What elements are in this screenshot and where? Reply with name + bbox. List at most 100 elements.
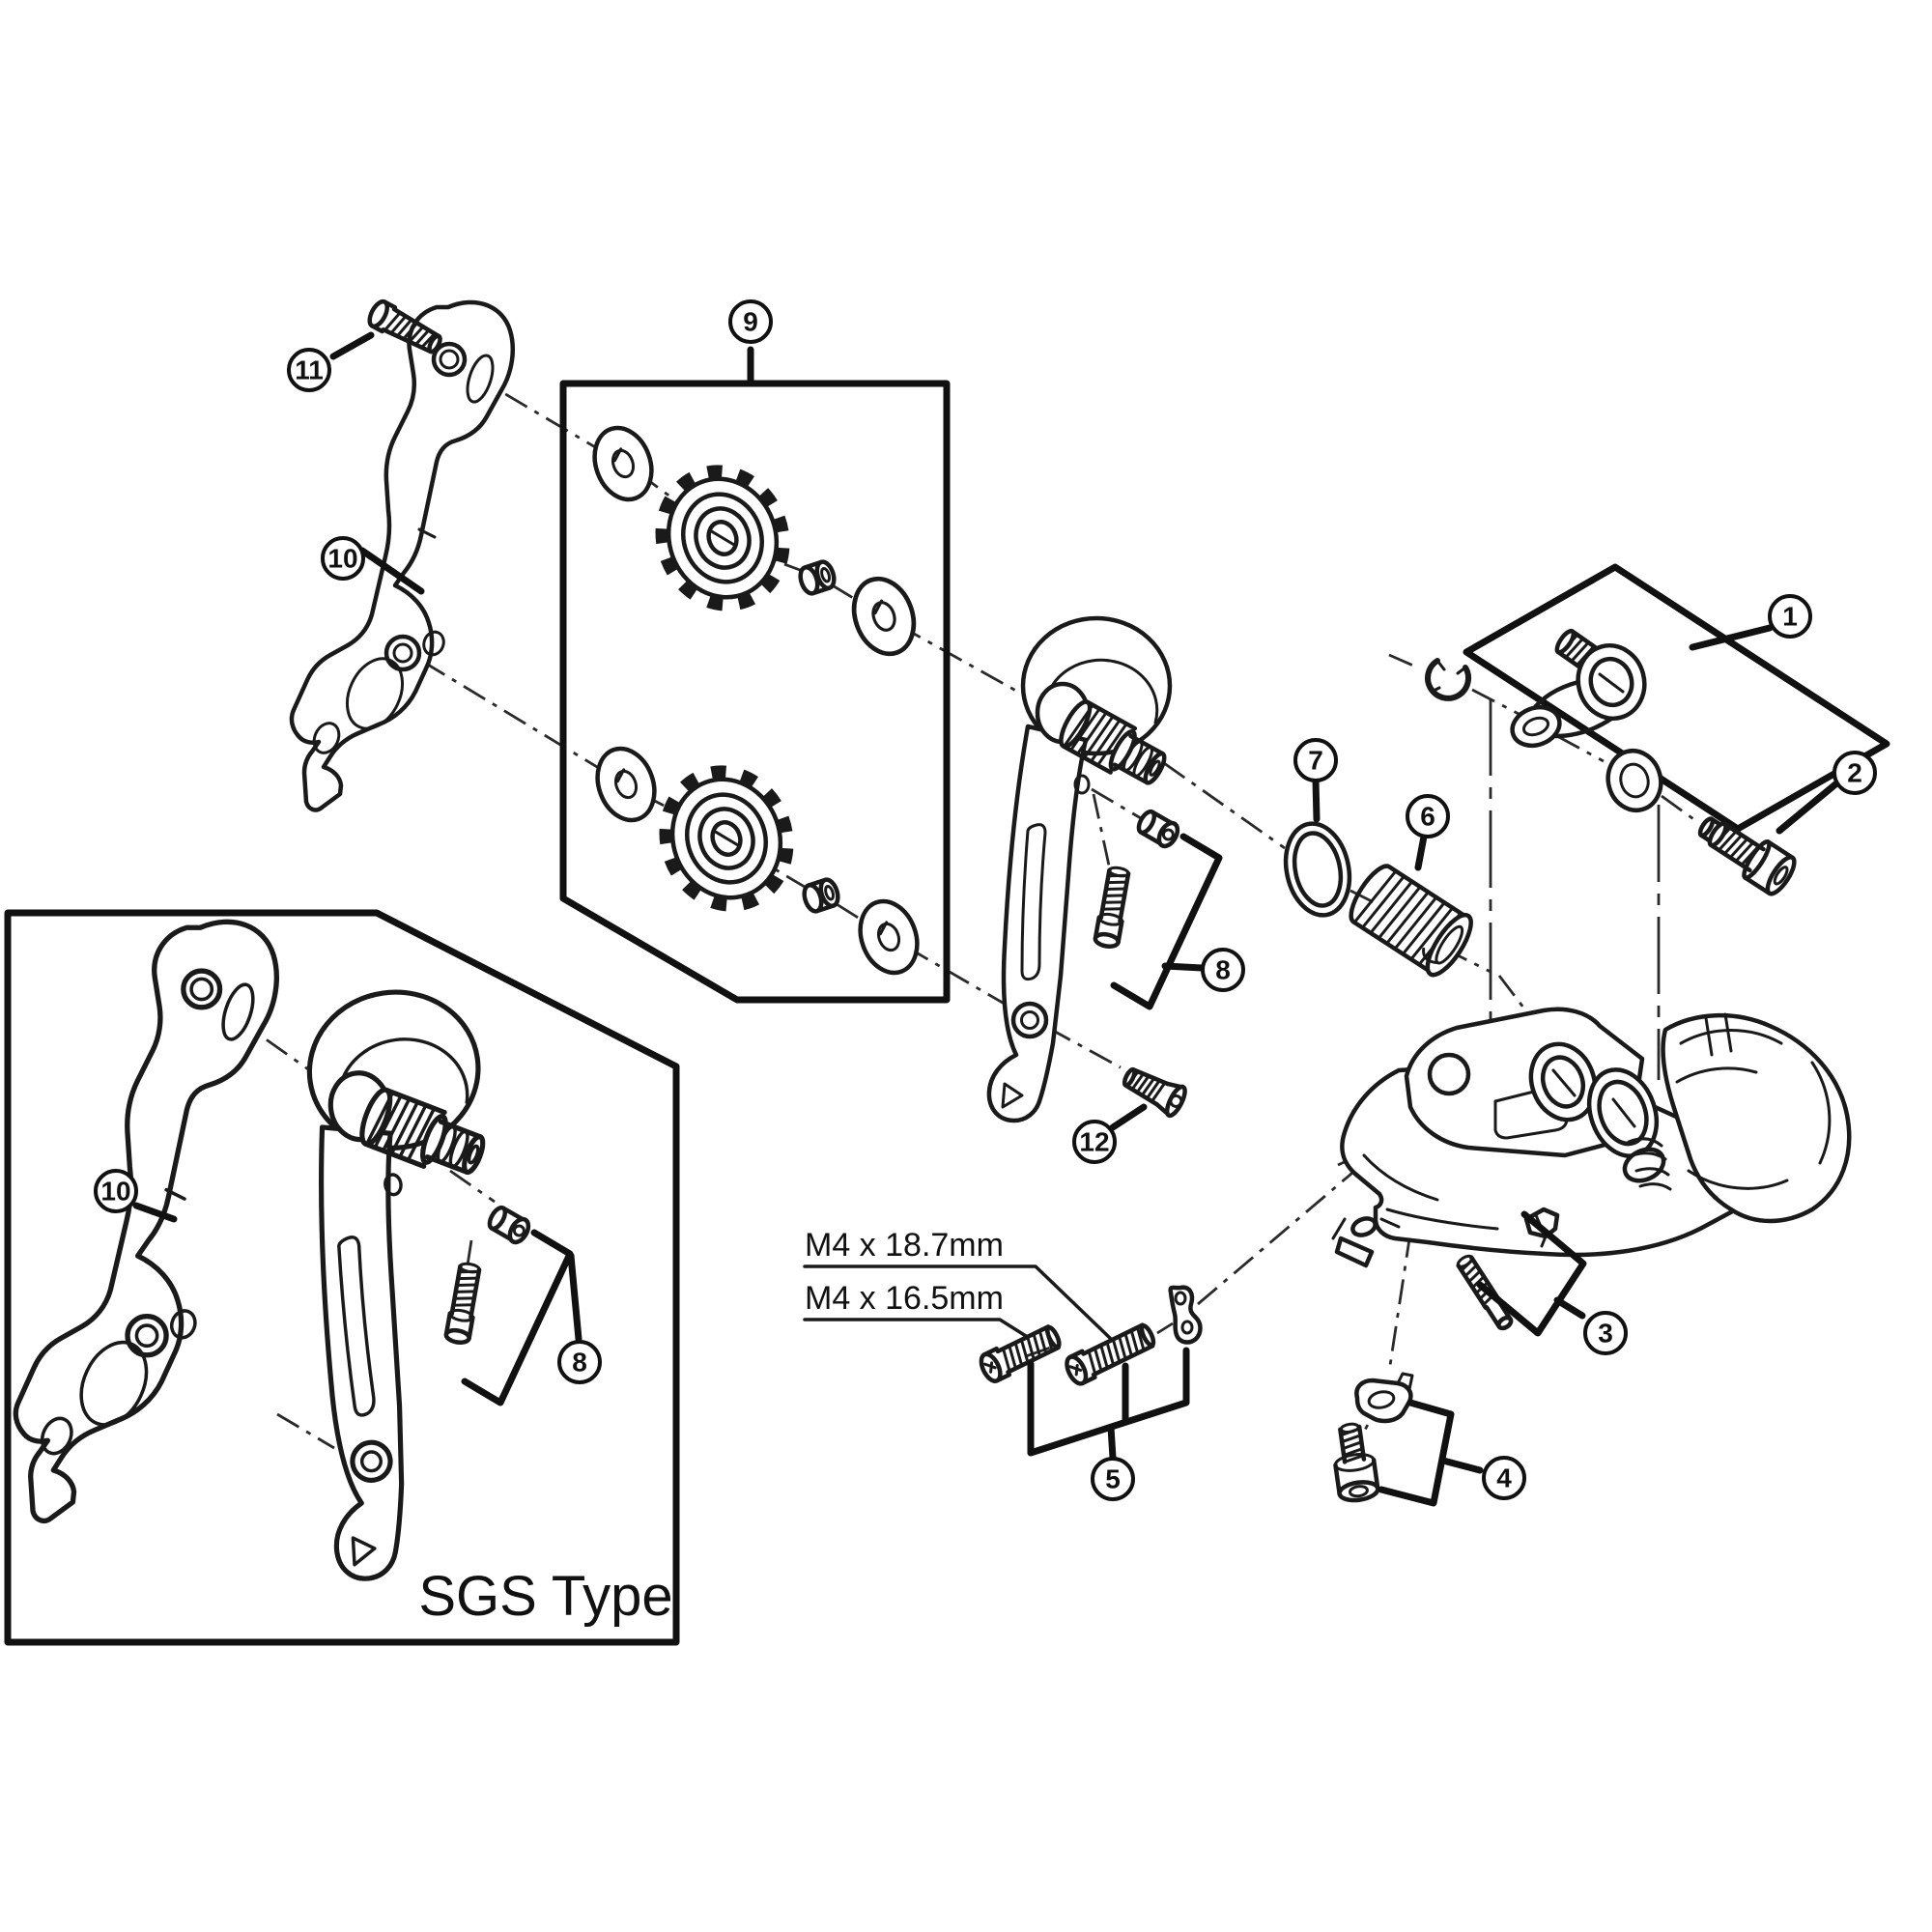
callout-12-number: 12: [1079, 1127, 1109, 1157]
callout-6-leader: [1414, 833, 1428, 871]
callout-2: 2: [1776, 751, 1877, 835]
pulley-bushing: [802, 877, 841, 913]
callout-8-leader: [1161, 962, 1206, 972]
callout-2-circle: [1833, 751, 1877, 795]
bracket-axle-unit: [1510, 628, 1647, 749]
clamp-piece: [1523, 1207, 1560, 1239]
part3-bracket: [1476, 1210, 1587, 1337]
callout-3-leader: [1553, 1296, 1586, 1320]
callout-11: 11: [287, 331, 375, 392]
callout-10-sgs-circle: [94, 1169, 138, 1213]
callout-1: 1: [1689, 594, 1812, 651]
bracket-bolt-2: [1697, 816, 1797, 896]
plate-fixing-screw-11: [367, 298, 442, 355]
callout-7-circle: [1293, 738, 1338, 782]
body-plate-hole: [1427, 1052, 1471, 1096]
cable-fixing-set-4: [1333, 1372, 1455, 1507]
pulley-washer: [851, 894, 927, 981]
callout-8-number: 8: [1215, 955, 1231, 985]
stopper-screw-set-8: [1094, 809, 1219, 1007]
callout-6-circle: [1406, 794, 1450, 838]
snap-ring: [1425, 658, 1472, 701]
callout-5-number: 5: [1105, 1464, 1121, 1494]
part5-bracket: [1027, 1347, 1190, 1462]
adjust-screw-short: [979, 1324, 1062, 1383]
axle-washer: [1605, 749, 1663, 812]
fixing-plate: [1354, 1378, 1413, 1424]
callout-8-sgs-circle: [557, 1340, 602, 1384]
callout-10-top: 10: [321, 536, 425, 595]
pulley-bolt-12: [1122, 1066, 1187, 1119]
b-axle-threads: [1622, 1137, 1672, 1191]
callout-9-number: 9: [743, 307, 758, 337]
callout-9: 9: [728, 299, 773, 387]
adjust-screw-long: [1065, 1322, 1156, 1386]
callout-7: 7: [1293, 738, 1338, 823]
callout-2-number: 2: [1847, 758, 1862, 788]
bracket-axle-box-outline: [1463, 563, 1890, 833]
callout-5-circle: [1091, 1457, 1135, 1501]
callout-10-circle: [321, 536, 365, 581]
callout-1-circle: [1768, 594, 1812, 639]
callout-12-circle: [1072, 1120, 1117, 1164]
callout-1-number: 1: [1782, 602, 1798, 632]
stroke-adjust-plate: [1168, 1285, 1203, 1345]
callout-10-sgs-number: 10: [100, 1177, 130, 1207]
fixing-bolt: [1333, 1422, 1380, 1503]
callout-8-sgs-number: 8: [572, 1348, 587, 1378]
axis-lower-pulley: [422, 660, 1122, 1069]
pulley-bushing: [798, 559, 838, 595]
dim-label-short: M4 x 16.5mm: [805, 1280, 1004, 1317]
cable-clamp-tip: [1331, 1216, 1401, 1268]
callout-3-circle: [1583, 1311, 1628, 1355]
derailleur-body: [1331, 1007, 1852, 1268]
callout-8-sgs: 8: [557, 1252, 602, 1384]
pulley-washer: [844, 570, 924, 662]
callout-3: 3: [1553, 1296, 1628, 1355]
callout-7-number: 7: [1308, 746, 1323, 776]
body-cover: [1661, 1012, 1852, 1224]
callout-12-leader: [1109, 1103, 1148, 1131]
callout-10-sgs: 10: [94, 1169, 178, 1223]
dim-leader-short: [803, 1318, 1028, 1338]
pulley-washer: [585, 420, 662, 508]
callout-4-leader: [1439, 1457, 1484, 1474]
dim-leader-long: [803, 1264, 1113, 1341]
callout-10-leader: [358, 547, 425, 595]
pulley-washer: [588, 741, 665, 829]
callout-1-leader: [1689, 624, 1774, 651]
callout-4-number: 4: [1496, 1463, 1512, 1493]
sgs-inner-cage-plate: [15, 922, 276, 1520]
callout-10-sgs-leader: [132, 1202, 178, 1223]
tension-pulley: [647, 754, 806, 923]
cable-fixing-set-3: [1456, 1207, 1587, 1337]
callout-3-number: 3: [1598, 1319, 1613, 1349]
axis-bracket-axle: [1388, 653, 1697, 823]
callout-10-number: 10: [327, 544, 357, 574]
callout-8-circle: [1201, 948, 1245, 992]
sgs-box: 10 8 SGS Type: [4, 909, 680, 1646]
sgs-stopper-screw-set: [445, 1205, 570, 1403]
callout-8-sgs-leader: [567, 1252, 582, 1343]
callout-8-center: 8: [1161, 948, 1245, 992]
callout-5: 5: [1091, 1457, 1135, 1501]
callout-6-number: 6: [1420, 802, 1435, 832]
callout-11-number: 11: [295, 355, 324, 385]
callout-12: 12: [1072, 1103, 1148, 1164]
axis-stopper-screws: [1091, 787, 1147, 867]
adjust-screw-set-5: M4 x 18.7mm M4 x 16.5mm: [803, 1227, 1203, 1462]
guide-pulley-set: [585, 420, 924, 663]
sgs-outer-cage-plate: [261, 980, 550, 1581]
callout-11-leader: [329, 331, 375, 360]
dimension-labels: M4 x 18.7mm M4 x 16.5mm: [803, 1227, 1113, 1341]
callout-4: 4: [1439, 1456, 1526, 1500]
callout-11-circle: [287, 348, 331, 392]
pulley-box-9: [559, 380, 951, 1004]
screw-head: [367, 298, 390, 329]
guide-pulley: [643, 454, 802, 622]
dim-label-long: M4 x 18.7mm: [805, 1227, 1004, 1264]
cage-tension-spring-6: [1349, 864, 1473, 978]
bracket-axle-box-1: [1425, 563, 1890, 833]
